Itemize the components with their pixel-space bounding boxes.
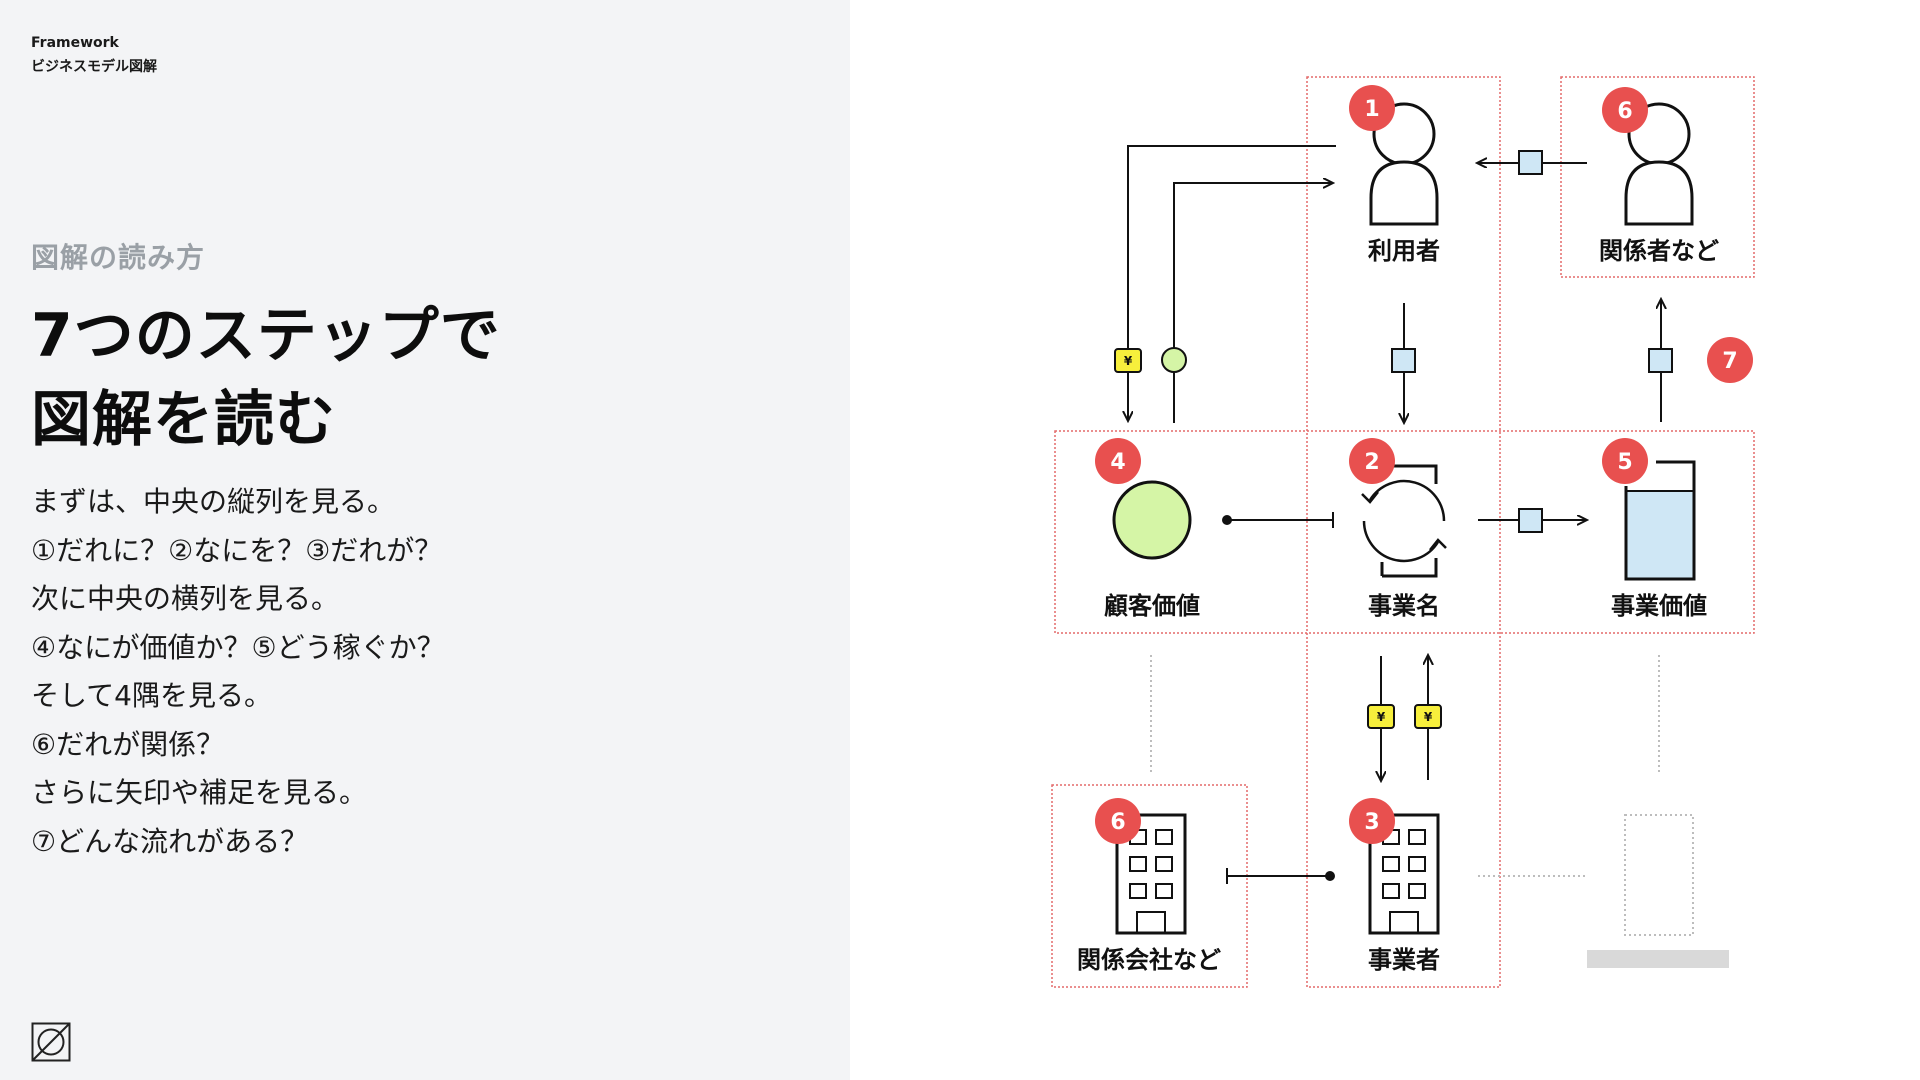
node-label-stakeholder: 関係者など <box>1599 237 1719 265</box>
badge-number: 1 <box>1364 97 1379 122</box>
node-label-related-company: 関係会社など <box>1077 946 1221 974</box>
instructions-text: まずは、中央の縦列を見る。 ①だれに？②なにを？③だれが？ 次に中央の横列を見る… <box>31 478 445 866</box>
person-icon <box>1624 102 1694 226</box>
badge-number: 7 <box>1722 349 1737 374</box>
diagonal-square-logo-icon <box>31 1022 71 1062</box>
title-line: 図解を読む <box>31 385 336 455</box>
instruction-line: そして4隅を見る。 <box>31 679 272 712</box>
beaker-icon <box>1624 460 1696 581</box>
badge-number: 4 <box>1110 450 1125 475</box>
page-title: 7つのステップで 図解を読む <box>31 294 501 462</box>
yen-symbol: ¥ <box>1377 710 1386 724</box>
badge-number: 3 <box>1364 810 1379 835</box>
node-label-customer-value: 顧客価値 <box>1104 592 1200 620</box>
instruction-line: さらに矢印や補足を見る。 <box>31 776 368 809</box>
building-icon <box>1115 813 1187 935</box>
step-badge: 5 <box>1602 438 1648 484</box>
yen-tag-icon: ¥ <box>1414 704 1442 729</box>
instruction-line: ①だれに？②なにを？③だれが？ <box>31 533 443 567</box>
badge-number: 6 <box>1617 99 1632 124</box>
arrow-customer-value-to-user <box>1173 183 1332 423</box>
value-small-circle-icon <box>1161 347 1187 373</box>
yen-symbol: ¥ <box>1124 354 1133 368</box>
step-badge: 6 <box>1095 798 1141 844</box>
step-badge: 1 <box>1349 85 1395 131</box>
framework-header: Framework ビジネスモデル図解 <box>31 31 157 79</box>
arrow-user-to-customer-value <box>1128 145 1336 420</box>
person-icon <box>1369 102 1439 226</box>
left-panel: Framework ビジネスモデル図解 図解の読み方 7つのステップで 図解を読… <box>0 0 850 1080</box>
yen-symbol: ¥ <box>1424 710 1433 724</box>
step-badge: 6 <box>1602 87 1648 133</box>
node-label-business-value: 事業価値 <box>1611 592 1707 620</box>
title-line: 7つのステップで <box>31 301 501 371</box>
yen-tag-icon: ¥ <box>1367 704 1395 729</box>
step-badge: 2 <box>1349 438 1395 484</box>
center-row-frame <box>1054 430 1755 634</box>
node-label-user: 利用者 <box>1368 237 1440 265</box>
center-column-frame <box>1306 76 1501 988</box>
connector-dot <box>1325 871 1335 881</box>
yen-tag-icon: ¥ <box>1114 348 1142 373</box>
instruction-line: ⑥だれが関係？ <box>31 727 225 761</box>
item-square-icon <box>1648 348 1673 373</box>
instruction-line: まずは、中央の縦列を見る。 <box>31 485 396 518</box>
node-label-operator: 事業者 <box>1368 946 1440 974</box>
instruction-line: 次に中央の横列を見る。 <box>31 582 340 615</box>
instruction-line: ④なにが価値か？⑤どう稼ぐか？ <box>31 630 445 664</box>
stakeholder-frame <box>1560 76 1755 278</box>
step-badge: 3 <box>1349 798 1395 844</box>
badge-number: 5 <box>1617 450 1632 475</box>
empty-building-placeholder <box>1624 814 1694 936</box>
related-company-frame <box>1051 784 1248 988</box>
empty-label-placeholder <box>1587 950 1729 968</box>
node-label-business-name: 事業名 <box>1368 592 1440 620</box>
item-square-icon <box>1518 150 1543 175</box>
framework-label: Framework <box>31 35 119 51</box>
badge-number: 6 <box>1110 810 1125 835</box>
badge-number: 2 <box>1364 450 1379 475</box>
step-badge: 7 <box>1707 337 1753 383</box>
instruction-line: ⑦どんな流れがある？ <box>31 824 309 858</box>
item-square-icon <box>1518 508 1543 533</box>
framework-name: ビジネスモデル図解 <box>31 59 157 75</box>
circle-icon <box>1112 480 1192 560</box>
step-badge: 4 <box>1095 438 1141 484</box>
cycle-icon <box>1361 464 1447 578</box>
section-subtitle: 図解の読み方 <box>31 241 206 274</box>
item-square-icon <box>1391 348 1416 373</box>
connector-dot <box>1222 515 1232 525</box>
